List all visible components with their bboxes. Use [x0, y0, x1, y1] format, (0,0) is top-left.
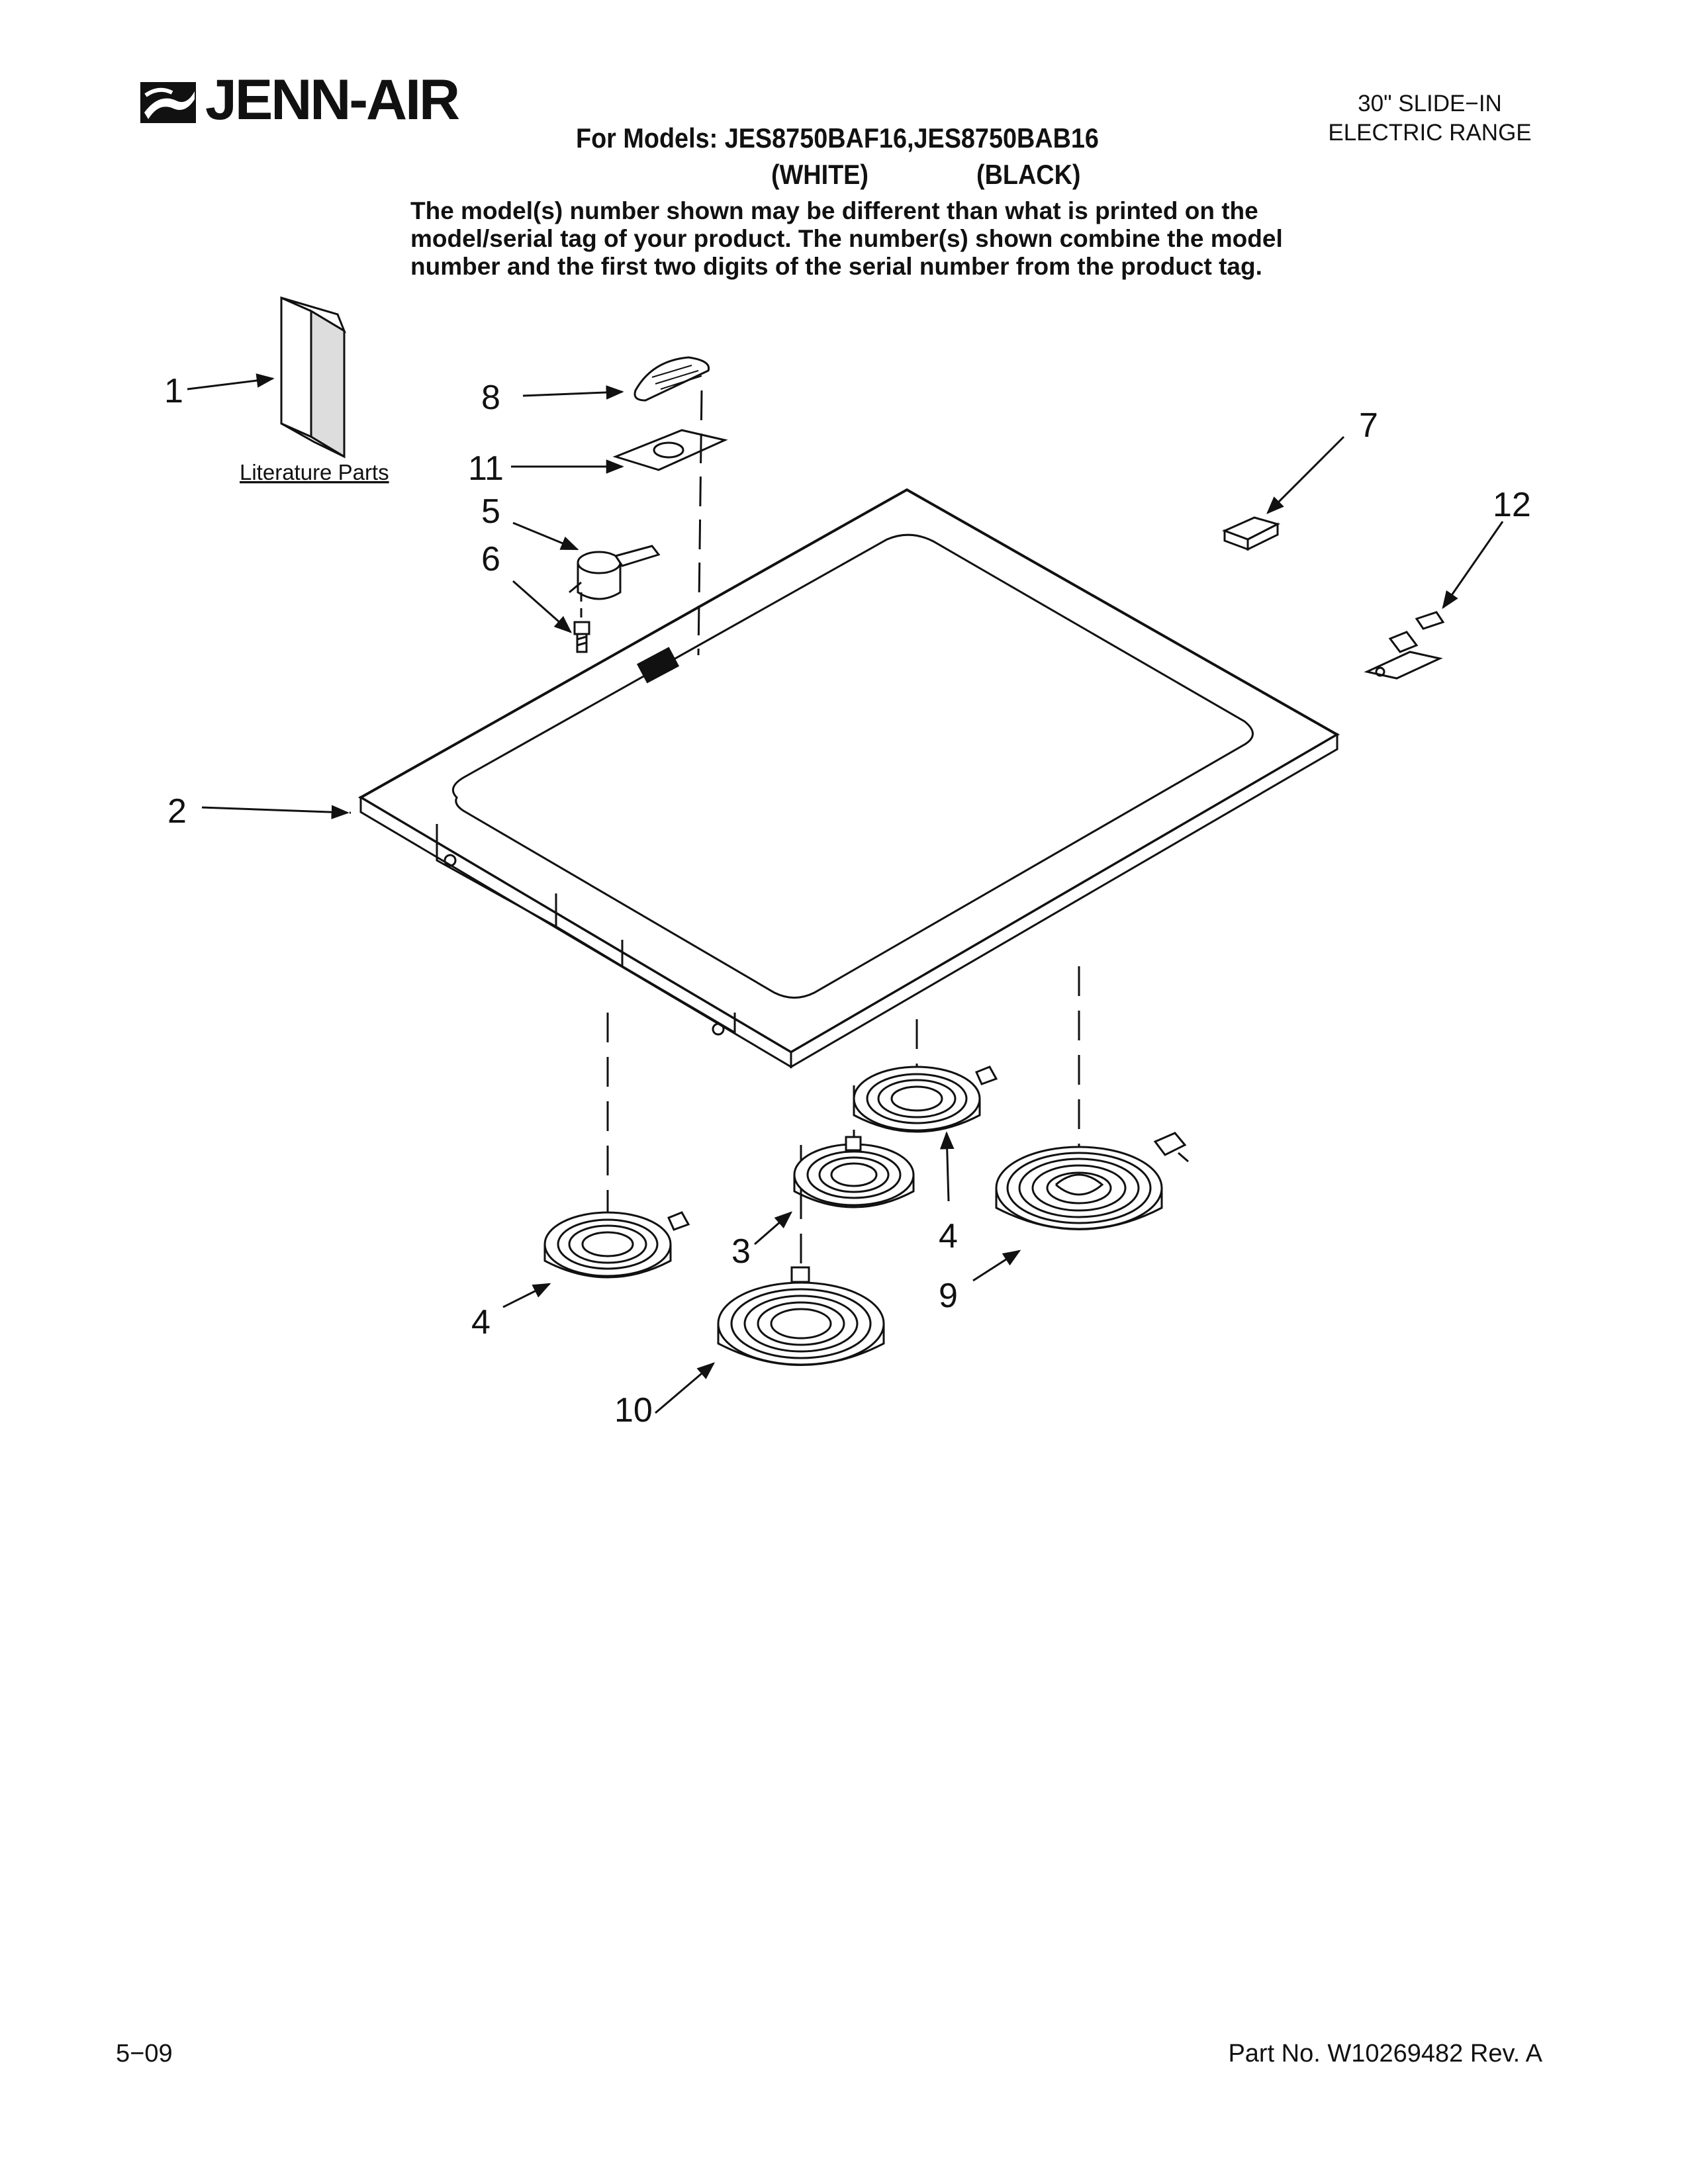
radiant-element-large-front — [717, 1266, 885, 1366]
note-line: model/serial tag of your product. The nu… — [410, 225, 1283, 252]
doc-type-line: 30" SLIDE−IN — [1358, 91, 1502, 116]
radiant-element-small-left — [543, 1211, 690, 1279]
mounting-screw — [573, 621, 590, 653]
literature-parts-label: Literature Parts — [240, 460, 389, 484]
callout-8: 8 — [481, 379, 500, 417]
model-note: The model(s) number shown may be differe… — [410, 197, 1337, 281]
rubber-pad — [1222, 516, 1281, 551]
brand-name: JENN-AIR — [205, 68, 460, 132]
callout-6: 6 — [481, 540, 500, 578]
note-line: number and the first two digits of the s… — [410, 253, 1262, 280]
document-type: 30" SLIDE−IN ELECTRIC RANGE — [1291, 89, 1569, 148]
callout-4: 4 — [471, 1303, 491, 1342]
callout-4: 4 — [939, 1217, 958, 1255]
limiter-switch — [569, 545, 661, 600]
radiant-element-large-rear — [995, 1132, 1189, 1230]
callout-5: 5 — [481, 492, 500, 531]
vent-gasket — [612, 429, 728, 471]
callout-11: 11 — [468, 449, 504, 488]
callout-labels: 1 Literature Parts 2 8 11 5 6 7 12 4 3 4… — [164, 372, 1531, 1430]
literature-booklet — [280, 296, 347, 459]
callout-9: 9 — [939, 1277, 958, 1315]
mounting-bracket — [1364, 611, 1445, 680]
callout-2: 2 — [167, 792, 187, 831]
callout-1: 1 — [164, 372, 183, 410]
doc-type-line: ELECTRIC RANGE — [1328, 120, 1532, 146]
radiant-element-small-right — [853, 1066, 998, 1133]
callout-3: 3 — [731, 1232, 751, 1271]
brand-mark-icon — [140, 82, 196, 123]
part-number: Part No. W10269482 Rev. A — [1228, 2040, 1542, 2068]
cooktop-glass — [358, 488, 1340, 1069]
models-line: For Models: JES8750BAF16,JES8750BAB16 — [576, 122, 1099, 154]
variant-white: (WHITE) — [771, 159, 868, 190]
callout-10: 10 — [614, 1391, 653, 1430]
callout-7: 7 — [1359, 406, 1378, 445]
note-line: The model(s) number shown may be differe… — [410, 197, 1258, 224]
variant-black: (BLACK) — [976, 159, 1081, 190]
callout-leaders — [187, 373, 1504, 1414]
radiant-element-center — [793, 1136, 915, 1208]
revision-date: 5−09 — [116, 2040, 173, 2068]
callout-12: 12 — [1493, 486, 1531, 524]
brand-logo: JENN-AIR — [139, 66, 483, 139]
vent-cap — [633, 356, 710, 402]
